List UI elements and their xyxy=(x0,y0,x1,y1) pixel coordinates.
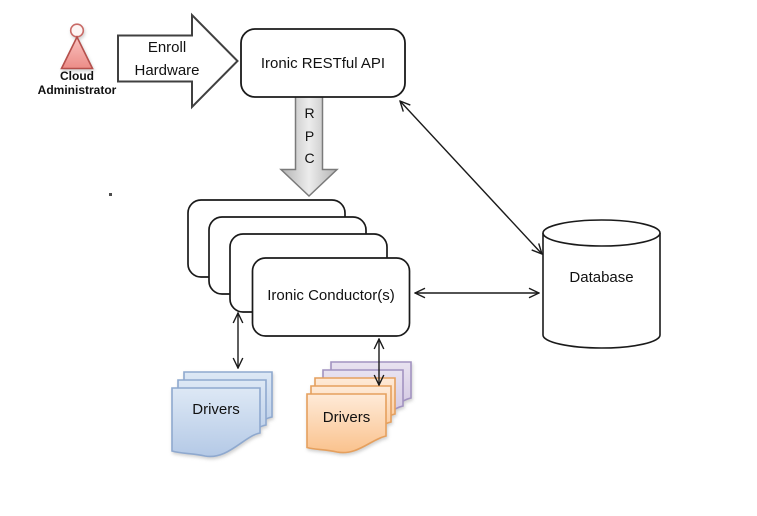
rpc-letter-p: P xyxy=(304,127,315,144)
database-label: Database xyxy=(569,269,634,286)
drivers-left-stack xyxy=(171,371,273,458)
enroll-hardware-label: Enroll Hardware xyxy=(120,37,214,82)
rpc-letter-c: C xyxy=(304,150,315,166)
conductor-stack xyxy=(187,199,411,337)
connector-arrows xyxy=(238,101,542,385)
actor-body xyxy=(60,35,94,70)
connector-api-database xyxy=(400,101,542,254)
rpc-block-arrow xyxy=(279,95,339,198)
drivers-right-label: Drivers xyxy=(322,409,371,426)
database-cylinder-top xyxy=(542,219,661,247)
cloud-admin-actor-icon xyxy=(60,23,94,70)
cloud-admin-label-line2: Administrator xyxy=(37,82,117,97)
database-cylinder-body xyxy=(542,233,661,349)
conductor-box-front xyxy=(251,257,411,337)
api-box xyxy=(240,28,406,98)
enroll-label-line2: Hardware xyxy=(134,61,200,79)
cloud-admin-label-line1: Cloud xyxy=(60,69,94,83)
conductor-label: Ironic Conductor(s) xyxy=(267,287,395,304)
driver-doc-orange-front xyxy=(306,393,387,454)
driver-doc-blue-front xyxy=(171,387,261,458)
enroll-hardware-block-arrow xyxy=(117,12,239,110)
rpc-label: R P C xyxy=(294,102,325,170)
drivers-right-stack xyxy=(306,361,412,454)
enroll-label-line1: Enroll xyxy=(147,39,187,56)
actor-head xyxy=(69,23,85,38)
rpc-letter-r: R xyxy=(304,105,315,121)
drivers-left-label: Drivers xyxy=(192,401,240,418)
cloud-admin-label: Cloud Administrator xyxy=(17,69,137,97)
stray-dot xyxy=(109,193,112,196)
api-box-label: Ironic RESTful API xyxy=(260,55,386,72)
